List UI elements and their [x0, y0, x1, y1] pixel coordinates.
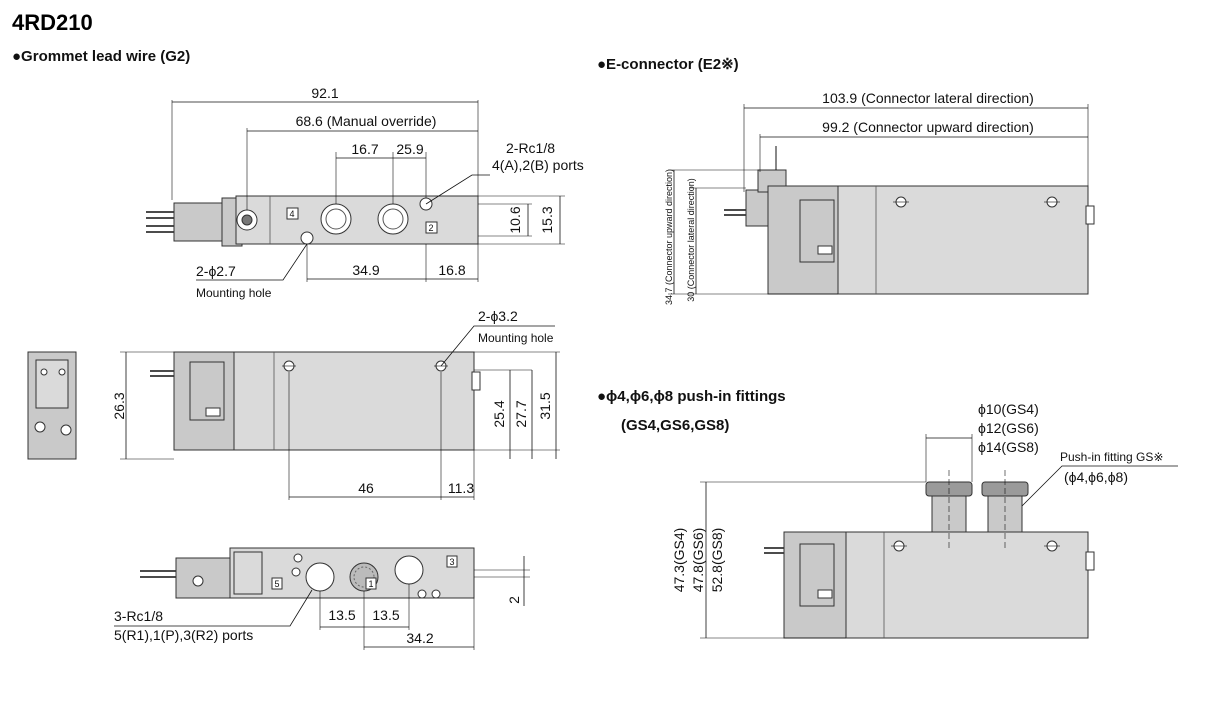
dim-pitch-1: 16.7: [351, 141, 378, 157]
pushin-height-gs8: 52.8(GS8): [709, 528, 725, 593]
pushin-fitting-label-1: Push-in fitting GS※: [1060, 450, 1163, 464]
bottom-view: 5 1 3 2 3-Rc1/8 5(R1),1(P),3(R2) ports 1…: [114, 547, 530, 650]
front-view: 2-ϕ3.2 Mounting hole 26.3 25.4 27.7 31.5…: [111, 308, 560, 500]
bottom-ports-label-1: 3-Rc1/8: [114, 608, 163, 624]
dim-front-31-5: 31.5: [537, 392, 553, 419]
pushin-dia-gs6: ϕ12(GS6): [978, 420, 1039, 436]
solenoid-block: [173, 351, 235, 451]
pushin-fitting-label-2: (ϕ4,ϕ6,ϕ8): [1064, 469, 1128, 485]
section-pushin-title-line1: ●ϕ4,ϕ6,ϕ8 push-in fittings: [597, 388, 786, 405]
econnector-block: [767, 185, 839, 295]
port-number-3: 3: [449, 557, 454, 567]
pushin-height-gs4: 47.3(GS4): [671, 528, 687, 593]
dim-height-10-6: 10.6: [507, 206, 523, 233]
port-number-1: 1: [368, 579, 373, 589]
port-number-4: 4: [289, 209, 294, 219]
valve-body-pushin: [845, 531, 1089, 639]
top-view: 4 2 92.1 68.6 (Manual override) 16.7 25.…: [146, 85, 584, 300]
section-pushin-title-line2: (GS4,GS6,GS8): [621, 417, 729, 434]
dim-front-25-4: 25.4: [491, 400, 507, 427]
top-mount-label-1: 2-ϕ2.7: [196, 263, 236, 279]
pushin-view: ϕ10(GS4) ϕ12(GS6) ϕ14(GS8) Push-in fitti…: [671, 401, 1178, 639]
dim-left-26-3: 26.3: [111, 392, 127, 419]
dim-vertical-upward: 34.7 (Connector upward direction): [664, 169, 674, 305]
dim-connector-lateral: 103.9 (Connector lateral direction): [822, 90, 1034, 106]
pushin-dia-gs8: ϕ14(GS8): [978, 439, 1039, 455]
valve-body-econnector: [837, 185, 1089, 295]
port-number-5: 5: [274, 579, 279, 589]
dim-front-27-7: 27.7: [513, 400, 529, 427]
grommet-block: [173, 202, 223, 242]
bottom-ports-label-2: 5(R1),1(P),3(R2) ports: [114, 627, 253, 643]
dim-pitch-13-5-a: 13.5: [328, 607, 355, 623]
dim-manual-override: 68.6 (Manual override): [296, 113, 437, 129]
top-mount-label-2: Mounting hole: [196, 286, 272, 300]
dim-bottom-34-9: 34.9: [352, 262, 379, 278]
econnector-view: 103.9 (Connector lateral direction) 99.2…: [664, 90, 1095, 305]
dim-front-11-3: 11.3: [448, 480, 474, 496]
pushin-solenoid-block: [783, 531, 847, 639]
pushin-dia-gs4: ϕ10(GS4): [978, 401, 1039, 417]
dim-pitch-13-5-b: 13.5: [372, 607, 399, 623]
front-mount-label-1: 2-ϕ3.2: [478, 308, 518, 324]
dim-height-15-3: 15.3: [539, 206, 555, 233]
section-econnector-title: ●E-connector (E2※): [597, 56, 739, 73]
dim-pitch-2: 25.9: [396, 141, 423, 157]
top-ports-label-1: 2-Rc1/8: [506, 140, 555, 156]
dim-vertical-lateral: 30 (Connector lateral direction): [686, 178, 696, 302]
dim-connector-upward: 99.2 (Connector upward direction): [822, 119, 1034, 135]
dim-front-46: 46: [358, 480, 374, 496]
top-ports-label-2: 4(A),2(B) ports: [492, 157, 584, 173]
port-number-2: 2: [428, 223, 433, 233]
drawing-title: 4RD210: [12, 10, 93, 35]
dim-overall: 92.1: [311, 85, 338, 101]
front-mount-label-2: Mounting hole: [478, 331, 554, 345]
dim-bottom-16-8: 16.8: [438, 262, 465, 278]
section-grommet-title: ●Grommet lead wire (G2): [12, 48, 190, 65]
dim-bottom-2: 2: [506, 596, 522, 604]
end-view: [27, 351, 77, 460]
valve-body-top: [235, 195, 479, 245]
dim-bottom-34-2: 34.2: [406, 630, 433, 646]
pushin-height-gs6: 47.8(GS6): [690, 528, 706, 593]
